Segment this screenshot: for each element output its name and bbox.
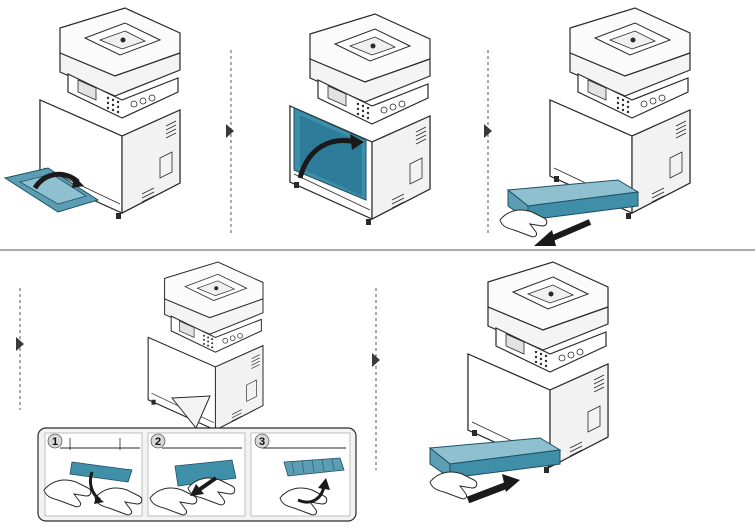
callout-number-2: 2 [155, 436, 161, 448]
step-close-front-cover [289, 13, 431, 226]
callout-box: 1 2 [37, 427, 357, 522]
pull-arrow-icon [546, 219, 592, 243]
step-remove-jammed-paper: 1 2 [37, 261, 357, 522]
callout-panel-2: 2 [147, 432, 246, 517]
curved-arrow-icon [297, 138, 357, 179]
callout-panel-1: 1 [43, 432, 143, 517]
push-arrow-icon [466, 480, 512, 504]
step-insert-tray [429, 261, 609, 504]
callout-number-1: 1 [52, 436, 58, 448]
callout-panel-3: 3 [250, 432, 351, 517]
step-pull-out-tray [499, 7, 691, 246]
step-indicator-icon [226, 124, 234, 138]
callout-number-3: 3 [259, 436, 265, 448]
step-open-multipurpose-tray [3, 7, 181, 220]
